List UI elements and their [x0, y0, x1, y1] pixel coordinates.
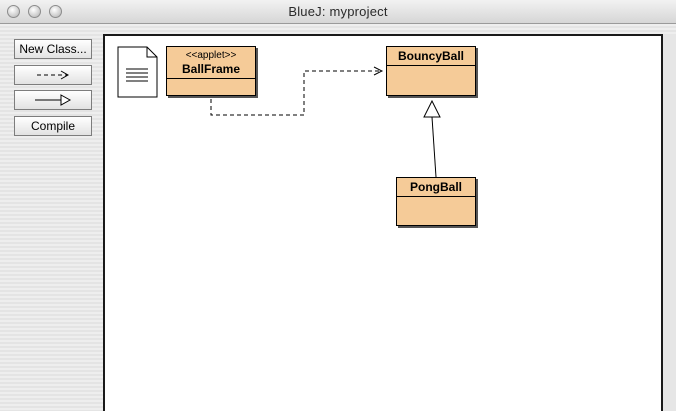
- class-diagram-canvas[interactable]: [103, 34, 663, 411]
- class-pongball[interactable]: PongBall: [396, 177, 476, 226]
- class-header: BouncyBall: [387, 47, 475, 66]
- compile-button[interactable]: Compile: [14, 116, 92, 136]
- class-name: BallFrame: [181, 62, 241, 76]
- class-name: BouncyBall: [397, 49, 464, 63]
- uses-arrow-head: [373, 66, 384, 76]
- uses-arrow: [210, 70, 381, 116]
- dashed-arrow-icon: [37, 70, 70, 80]
- title-bar: BlueJ: myproject: [0, 0, 676, 24]
- add-uses-arrow-button[interactable]: [14, 65, 92, 85]
- new-class-button[interactable]: New Class...: [14, 39, 92, 59]
- class-stereotype: <<applet>>: [185, 50, 237, 61]
- inheritance-arrow-head: [423, 99, 441, 118]
- class-name: PongBall: [409, 180, 462, 194]
- class-bouncyball[interactable]: BouncyBall: [386, 46, 476, 96]
- add-inheritance-arrow-button[interactable]: [14, 90, 92, 110]
- zoom-window-button[interactable]: [49, 5, 62, 18]
- close-window-button[interactable]: [7, 5, 20, 18]
- class-header: PongBall: [397, 178, 475, 197]
- class-header: <<applet>> BallFrame: [167, 47, 255, 79]
- inheritance-arrow: [431, 116, 437, 178]
- class-ballframe[interactable]: <<applet>> BallFrame: [166, 46, 256, 96]
- minimize-window-button[interactable]: [28, 5, 41, 18]
- solid-arrow-icon: [35, 94, 72, 106]
- readme-document-icon[interactable]: [117, 46, 159, 98]
- toolbar-panel: New Class... Compile: [0, 24, 102, 411]
- window-edge: [663, 34, 676, 411]
- document-icon: [117, 46, 158, 98]
- window-title: BlueJ: myproject: [288, 4, 388, 19]
